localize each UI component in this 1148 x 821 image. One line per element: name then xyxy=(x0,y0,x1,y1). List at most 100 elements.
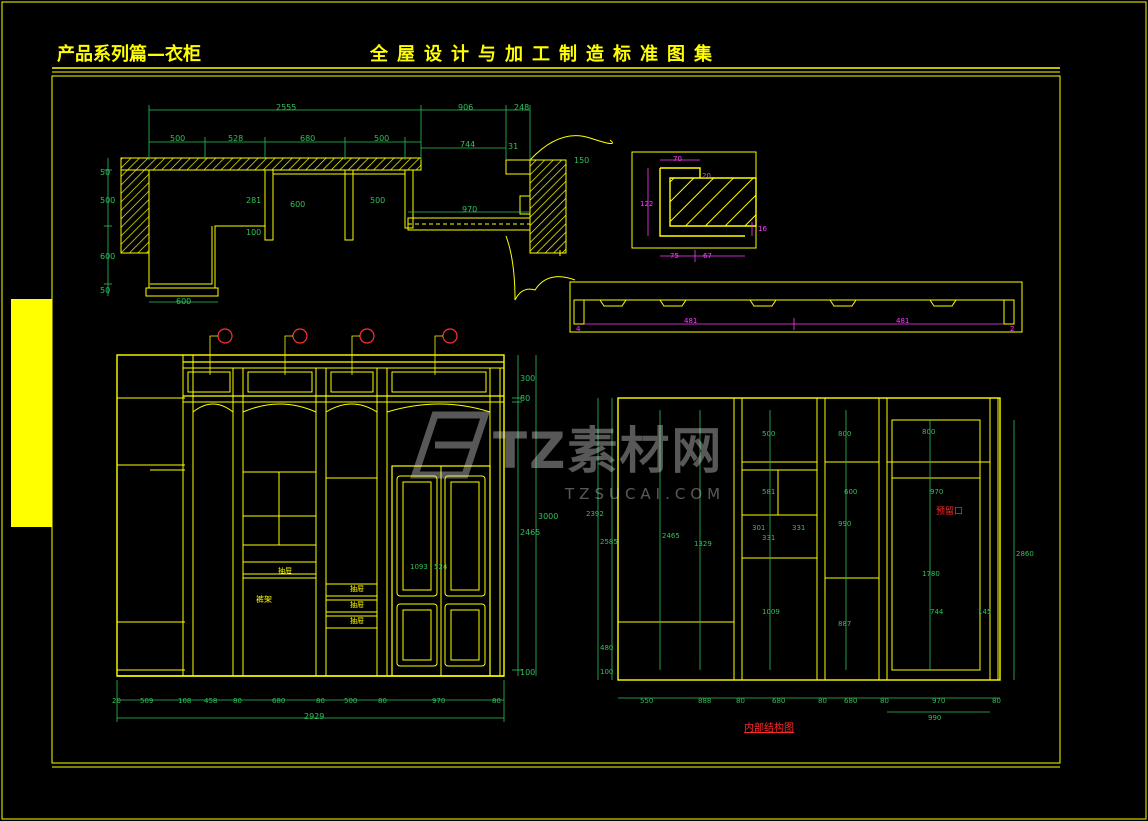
internal-dim: 145 xyxy=(978,608,992,616)
front-bottom-dim: 80 xyxy=(316,697,325,705)
front-bottom-dim: 108 xyxy=(178,697,192,705)
internal-left-dim: 100 xyxy=(600,668,614,676)
pants-rack-label: 裤架 xyxy=(256,595,272,604)
profile-dim-label: 67 xyxy=(703,252,712,260)
internal-bottom-dim: 80 xyxy=(818,697,827,705)
internal-dim: 800 xyxy=(922,428,936,436)
plan-dim-label: 500 xyxy=(370,196,386,205)
internal-dim: 1780 xyxy=(922,570,940,578)
front-bottom-dim: 20 xyxy=(112,697,121,705)
front-height-label: 100 xyxy=(520,668,536,677)
watermark-text: TZ素材网 xyxy=(493,422,724,480)
profile-dim-label: 70 xyxy=(673,155,682,163)
internal-bottom-dim: 680 xyxy=(844,697,858,705)
drawer-label: 抽屉 xyxy=(350,617,364,625)
watermark-logo-icon xyxy=(410,411,490,479)
plan-cabinets xyxy=(145,135,613,301)
front-bottom-dim: 458 xyxy=(204,697,218,705)
internal-dim: 600 xyxy=(844,488,858,496)
profile-detail xyxy=(631,151,757,262)
internal-dim: 990 xyxy=(838,520,852,528)
profile-dim-label: 75 xyxy=(670,252,679,260)
internal-bottom-dim: 80 xyxy=(736,697,745,705)
door-dim-label: 524 xyxy=(434,563,448,571)
internal-left-dim: 480 xyxy=(600,644,614,652)
door-opening-note: 预留口 xyxy=(936,507,964,517)
plan-dim-label: 600 xyxy=(100,252,116,261)
plan-dim-label: 50 xyxy=(100,168,111,177)
plan-dim-label: 100 xyxy=(246,228,262,237)
internal-left-dim: 2585 xyxy=(600,538,618,546)
plan-dim-label: 500 xyxy=(170,134,186,143)
drawer-label: 抽屉 xyxy=(278,567,292,575)
internal-bottom-dim: 970 xyxy=(932,697,946,705)
plan-dim-label: 600 xyxy=(290,200,306,209)
internal-dim: 887 xyxy=(838,620,852,628)
plan-walls xyxy=(120,157,567,254)
plan-view xyxy=(104,105,613,303)
plan-dim-label: 248 xyxy=(514,103,530,112)
internal-dim: 970 xyxy=(930,488,944,496)
internal-bottom-total: 990 xyxy=(928,714,942,722)
internal-left-dim: 2392 xyxy=(586,510,604,518)
profile-dim-label: 20 xyxy=(702,172,711,180)
internal-bottom-dim: 680 xyxy=(772,697,786,705)
internal-dim: 301 xyxy=(752,524,766,532)
internal-dim: 800 xyxy=(838,430,852,438)
profile-dims xyxy=(647,159,753,262)
drawer-label: 抽屉 xyxy=(350,585,364,593)
front-height-label: 300 xyxy=(520,374,536,383)
drawer-label: 抽屉 xyxy=(350,601,364,609)
plan-dim-label: 50 xyxy=(100,286,111,295)
front-bottom-dim: 970 xyxy=(432,697,446,705)
internal-bottom-dim: 80 xyxy=(992,697,1001,705)
internal-dim: 331 xyxy=(792,524,806,532)
plan-dim-label: 2555 xyxy=(276,103,297,112)
watermark-url: TZSUCAI.COM xyxy=(565,485,726,503)
internal-elevation xyxy=(617,397,1001,681)
plan-dim-label: 500 xyxy=(100,196,116,205)
internal-dim: 500 xyxy=(762,430,776,438)
internal-dim: 331 xyxy=(762,534,776,542)
plan-dim-label: 680 xyxy=(300,134,316,143)
front-height-label: 3000 xyxy=(538,512,559,521)
front-bottom-dim: 509 xyxy=(140,697,154,705)
internal-elevation-dims xyxy=(597,398,1015,713)
profile-dim-label: 16 xyxy=(758,225,767,233)
internal-bottom-dim: 80 xyxy=(880,697,889,705)
front-bottom-dim: 680 xyxy=(272,697,286,705)
plan-dim-label: 500 xyxy=(374,134,390,143)
atlas-title: 全屋设计与加工制造标准图集 xyxy=(370,44,721,65)
internal-dim: 581 xyxy=(762,488,776,496)
callout-bubbles xyxy=(209,328,458,375)
rail-dim-label: 2 xyxy=(1010,325,1015,333)
plan-dim-label: 281 xyxy=(246,196,262,205)
plan-dim-label: 150 xyxy=(574,156,590,165)
internal-structure-caption: 内部结构图 xyxy=(744,723,794,734)
plan-dimensions xyxy=(104,105,531,303)
internal-dim: 2465 xyxy=(662,532,680,540)
side-tab xyxy=(11,299,52,527)
internal-bottom-dim: 550 xyxy=(640,697,654,705)
front-bottom-dim: 80 xyxy=(492,697,501,705)
rail-dim-label: 481 xyxy=(896,317,910,325)
watermark: TZ素材网 TZSUCAI.COM xyxy=(405,405,765,515)
plan-dim-label: 744 xyxy=(460,140,476,149)
plan-dim-label: 970 xyxy=(462,205,478,214)
front-height-label: 80 xyxy=(520,394,531,403)
door-dim-label: 1093 xyxy=(410,563,428,571)
front-elevation-dims xyxy=(116,355,537,722)
front-total-width: 2929 xyxy=(304,712,325,721)
rail-dim-label: 4 xyxy=(576,325,581,333)
internal-bottom-dim: 888 xyxy=(698,697,712,705)
front-elevation xyxy=(116,354,505,677)
plan-dim-label: 906 xyxy=(458,103,474,112)
rail-detail xyxy=(569,281,1023,333)
internal-dim: 1009 xyxy=(762,608,780,616)
front-bottom-dim: 500 xyxy=(344,697,358,705)
plan-dim-label: 528 xyxy=(228,134,244,143)
internal-dim: 2860 xyxy=(1016,550,1034,558)
internal-dim: 1329 xyxy=(694,540,712,548)
